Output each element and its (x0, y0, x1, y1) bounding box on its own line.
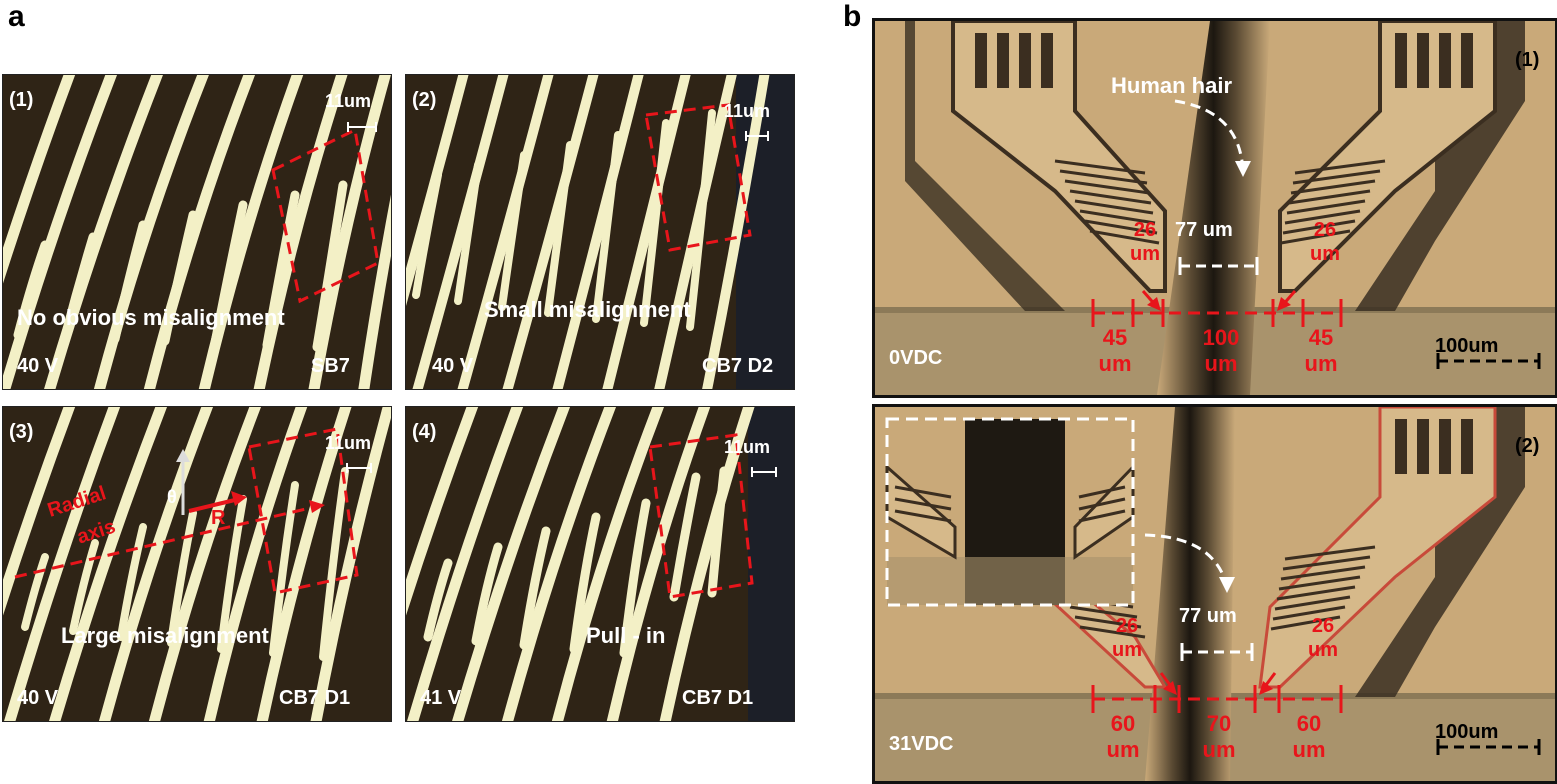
b2-index: (2) (1515, 435, 1540, 457)
b1-voltage: 0VDC (889, 347, 943, 369)
b2-left-small-value: 26 (1115, 615, 1139, 637)
b2-right-dim-unit: um (1292, 737, 1326, 762)
tile-4-scale-label: 11um (724, 437, 771, 457)
r-label: R (211, 507, 226, 529)
tile-1-voltage: 40 V (17, 355, 59, 377)
panel-a-letter: a (8, 0, 25, 33)
tile-3-caption: Large misalignment (61, 623, 269, 648)
tile-2-caption: Small misalignment (484, 297, 691, 322)
b1-right-small-value: 26 (1313, 219, 1337, 241)
tile-4-caption: Pull - in (586, 623, 666, 648)
b2-center-dim-unit: um (1202, 737, 1236, 762)
b1-scale-label: 100um (1435, 335, 1499, 357)
micrograph-tile-3: (3) 11um Radial axis θ R Large misalignm… (2, 406, 392, 722)
b1-center-dim-value: 100 (1202, 325, 1240, 350)
b1-left-dim-unit: um (1098, 351, 1132, 376)
b2-right-small-unit: um (1308, 639, 1338, 661)
micrograph-tile-1: (1) 11um No obvious misalignment 40 V SB… (2, 74, 392, 390)
electrode-fingers-image (3, 75, 391, 389)
tile-3-scale-label: 11um (325, 433, 372, 453)
micrograph-tile-4: (4) 11um Pull - in 41 V CB7 D1 (405, 406, 795, 722)
tile-4-index: (4) (412, 421, 437, 443)
human-hair-label: Human hair (1111, 73, 1233, 98)
tile-4-sample: CB7 D1 (682, 687, 754, 709)
microgripper-image-31vdc (875, 407, 1555, 781)
b2-gap-label: 77 um (1179, 605, 1237, 627)
b2-right-small-value: 26 (1311, 615, 1335, 637)
tile-1-caption: No obvious misalignment (17, 305, 285, 330)
electrode-fingers-image (3, 407, 391, 721)
panel-b-letter: b (843, 0, 862, 33)
b1-right-dim-unit: um (1304, 351, 1338, 376)
b2-scale-label: 100um (1435, 721, 1499, 743)
b2-center-dim-value: 70 (1206, 711, 1232, 736)
b1-left-small-value: 26 (1133, 219, 1157, 241)
tile-3-voltage: 40 V (17, 687, 59, 709)
b2-left-dim-unit: um (1106, 737, 1140, 762)
microgripper-image-0vdc (875, 21, 1555, 395)
tile-1-scale-label: 11um (325, 91, 372, 111)
theta-label: θ (167, 487, 177, 507)
b1-index: (1) (1515, 49, 1540, 71)
tile-1-index: (1) (9, 89, 34, 111)
tile-1-sample: SB7 (311, 355, 350, 377)
b1-gap-label: 77 um (1175, 219, 1233, 241)
b1-right-small-unit: um (1310, 243, 1340, 265)
electrode-fingers-image (406, 75, 794, 389)
b2-left-dim-value: 60 (1110, 711, 1136, 736)
tile-4-voltage: 41 V (420, 687, 462, 709)
b1-left-dim-value: 45 (1102, 325, 1128, 350)
tile-2-scale-label: 11um (724, 101, 771, 121)
tile-3-index: (3) (9, 421, 34, 443)
b2-voltage: 31VDC (889, 733, 954, 755)
micrograph-b1: (1) Human hair 77 um 26 um 26 um 45 um 1… (872, 18, 1557, 398)
micrograph-b2: (2) 77 um 26 um 26 um 60 um 70 um 60 um … (872, 404, 1557, 784)
tile-2-index: (2) (412, 89, 437, 111)
tile-2-sample: CB7 D2 (702, 355, 774, 377)
electrode-fingers-image (406, 407, 794, 721)
b2-left-small-unit: um (1112, 639, 1142, 661)
tile-3-sample: CB7 D1 (279, 687, 351, 709)
micrograph-tile-2: (2) 11um Small misalignment 40 V CB7 D2 (405, 74, 795, 390)
b1-right-dim-value: 45 (1308, 325, 1334, 350)
b1-center-dim-unit: um (1204, 351, 1238, 376)
tile-2-voltage: 40 V (432, 355, 474, 377)
b1-left-small-unit: um (1130, 243, 1160, 265)
b2-right-dim-value: 60 (1296, 711, 1322, 736)
